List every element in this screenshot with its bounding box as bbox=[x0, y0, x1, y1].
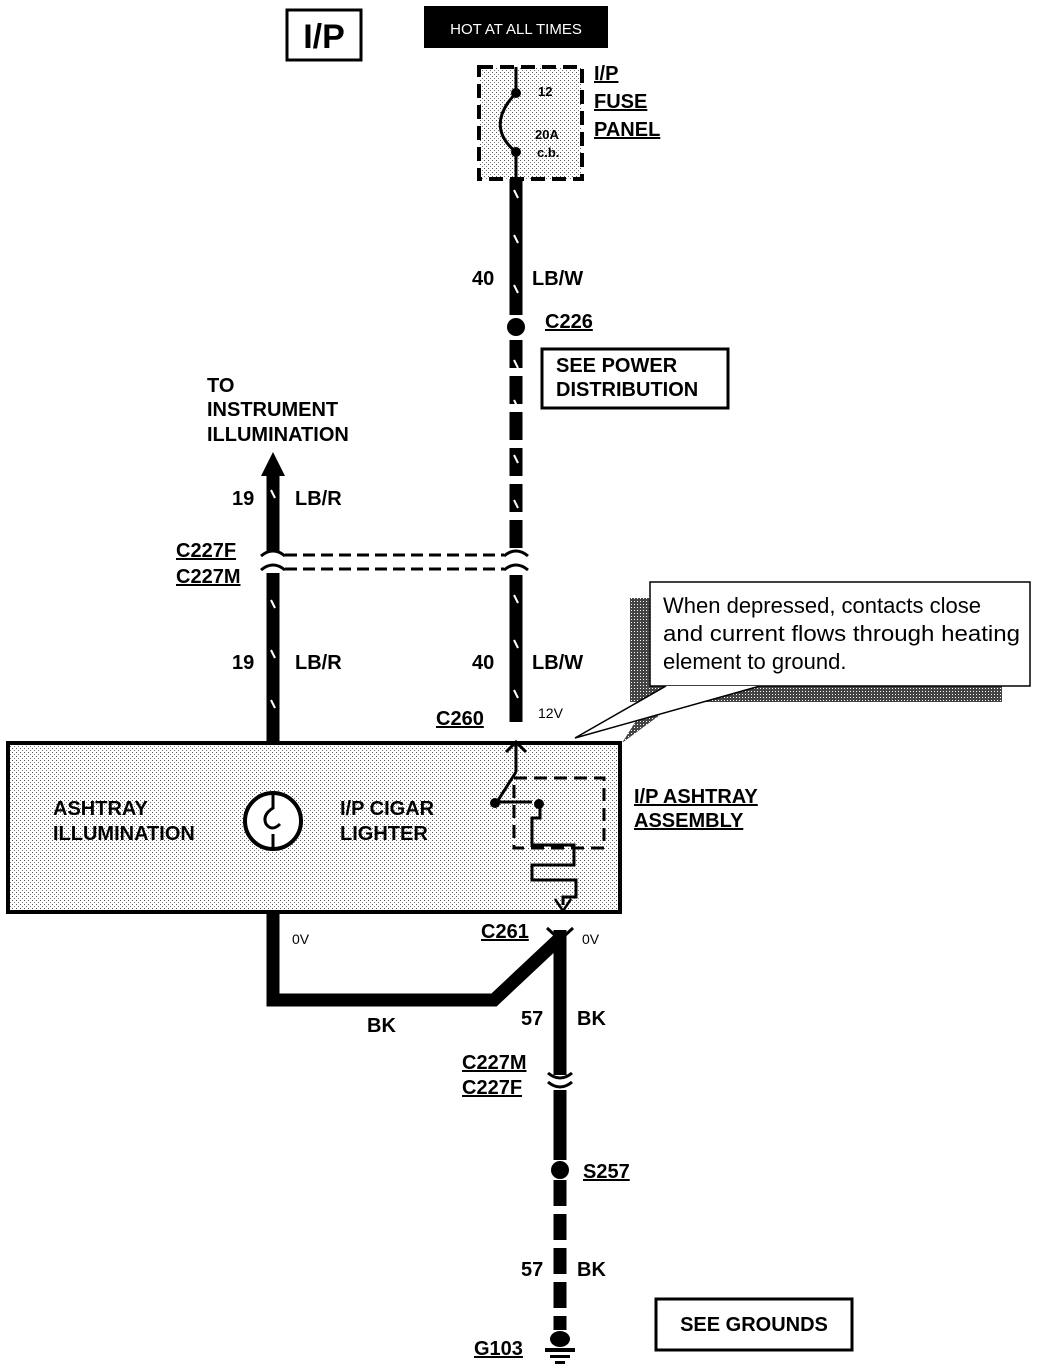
fuse-panel-label-2: FUSE bbox=[594, 91, 647, 113]
fuse-type: c.b. bbox=[537, 145, 559, 160]
c227m-bottom-label: C227M bbox=[462, 1052, 526, 1074]
lighter-label-2: LIGHTER bbox=[340, 823, 428, 845]
wire-19-mid-color: LB/R bbox=[295, 652, 342, 674]
wire-57-bottom-circuit: 57 bbox=[521, 1259, 543, 1281]
see-grounds-box: SEE GROUNDS bbox=[654, 1297, 854, 1352]
c261-label: C261 bbox=[481, 921, 529, 943]
wire-19-lbr bbox=[266, 474, 280, 745]
c226-splice-dot bbox=[507, 318, 525, 336]
lighter-contact-left bbox=[490, 798, 500, 808]
lighter-contact-right bbox=[534, 799, 544, 809]
fuse-rating: 20A bbox=[535, 127, 559, 142]
destination-line3: ILLUMINATION bbox=[207, 424, 349, 446]
wire-40-mid-circuit: 40 bbox=[472, 652, 494, 674]
c227-connector-top bbox=[260, 549, 529, 572]
fuse-panel-label-1: I/P bbox=[594, 63, 618, 85]
see-power-distribution-line2: DISTRIBUTION bbox=[556, 379, 698, 401]
illumination-bulb-icon bbox=[243, 791, 303, 851]
cigar-lighter-symbol bbox=[495, 771, 606, 905]
wire-40-top-circuit: 40 bbox=[472, 268, 494, 290]
up-arrow-icon bbox=[261, 452, 285, 476]
ground-wire-color: BK bbox=[367, 1015, 396, 1037]
callout-line1: When depressed, contacts close bbox=[663, 593, 981, 618]
fuse-number: 12 bbox=[538, 84, 552, 99]
destination-line1: TO bbox=[207, 375, 234, 397]
see-grounds-text: SEE GROUNDS bbox=[680, 1314, 828, 1336]
lighter-label-1: I/P CIGAR bbox=[340, 798, 435, 820]
callout-line3: element to ground. bbox=[663, 649, 846, 674]
fuse-panel: 12 20A c.b. bbox=[477, 65, 584, 181]
c260-label: C260 bbox=[436, 708, 484, 730]
g103-label: G103 bbox=[474, 1338, 523, 1360]
wire-40-mid-color: LB/W bbox=[532, 652, 583, 674]
destination-line2: INSTRUMENT bbox=[207, 399, 338, 421]
illumination-voltage: 0V bbox=[292, 931, 310, 947]
wire-57-top-circuit: 57 bbox=[521, 1008, 543, 1030]
wire-57-top-color: BK bbox=[577, 1008, 606, 1030]
section-label: I/P bbox=[303, 18, 345, 56]
section-label-box: I/P bbox=[285, 8, 363, 62]
c260-connector bbox=[504, 739, 528, 754]
c227m-top-label: C227M bbox=[176, 566, 240, 588]
wire-19-top-color: LB/R bbox=[295, 488, 342, 510]
see-power-distribution-line1: SEE POWER bbox=[556, 355, 678, 377]
wire-19-top-circuit: 19 bbox=[232, 488, 254, 510]
c227f-bottom-label: C227F bbox=[462, 1077, 522, 1099]
callout: When depressed, contacts close and curre… bbox=[574, 581, 1031, 743]
lighter-ground-arrow-icon bbox=[553, 898, 573, 914]
c261-voltage: 0V bbox=[582, 931, 600, 947]
wire-19-mid-circuit: 19 bbox=[232, 652, 254, 674]
see-power-distribution-box: SEE POWER DISTRIBUTION bbox=[540, 347, 730, 410]
wire-40-lbw bbox=[509, 179, 523, 722]
fuse-panel-label-3: PANEL bbox=[594, 119, 660, 141]
c260-voltage: 12V bbox=[538, 705, 564, 721]
c227f-top-label: C227F bbox=[176, 540, 236, 562]
wire-40-top-color: LB/W bbox=[532, 268, 583, 290]
assembly-name-1: I/P ASHTRAY bbox=[634, 786, 758, 808]
c226-label: C226 bbox=[545, 311, 593, 333]
ground-wire-bk bbox=[266, 912, 567, 1330]
hot-at-all-times-banner: HOT AT ALL TIMES bbox=[424, 6, 608, 48]
assembly-name-2: ASSEMBLY bbox=[634, 810, 744, 832]
callout-line2: and current flows through heating bbox=[663, 621, 1020, 646]
c227-connector-bottom bbox=[547, 1071, 573, 1089]
illumination-label-1: ASHTRAY bbox=[53, 798, 148, 820]
illumination-label-2: ILLUMINATION bbox=[53, 823, 195, 845]
ashtray-assembly-box bbox=[6, 741, 622, 914]
wire-57-bottom-color: BK bbox=[577, 1259, 606, 1281]
hot-at-all-times-text: HOT AT ALL TIMES bbox=[450, 21, 582, 38]
s257-label: S257 bbox=[583, 1161, 630, 1183]
c261-connector bbox=[545, 926, 575, 943]
s257-splice-dot bbox=[551, 1161, 569, 1179]
ground-icon bbox=[545, 1331, 575, 1364]
